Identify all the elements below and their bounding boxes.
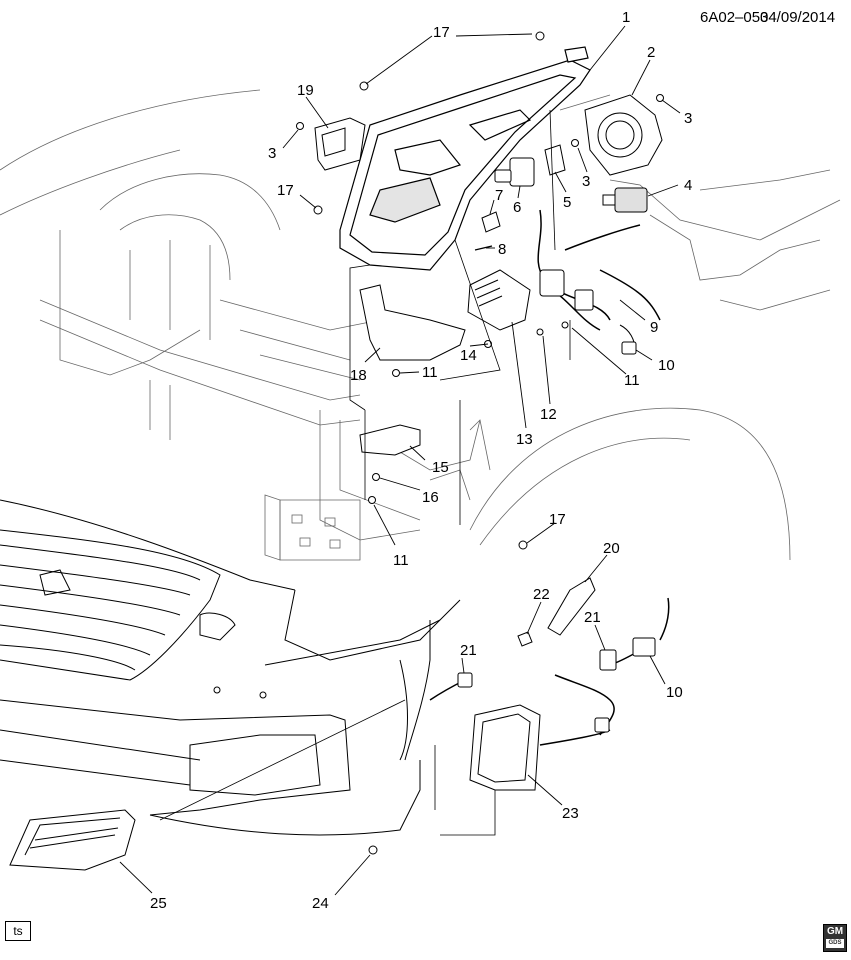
callout-19: 19 [297,82,314,99]
diagram-id: 6A02–053 [700,9,768,26]
callout-23: 23 [562,805,579,822]
callout-11-left: 11 [422,364,438,381]
headlamp-mounting-bracket [314,117,366,171]
bulb-socket [494,157,535,187]
callout-7: 7 [495,187,503,204]
headlamp-wiring-harness [537,209,661,331]
callout-3-center: 3 [582,173,590,190]
callout-24: 24 [312,895,329,912]
front-grille [0,529,221,681]
callout-3-right: 3 [684,110,692,127]
callout-12: 12 [540,406,557,423]
front-bumper-fascia [0,499,461,836]
callout-5: 5 [563,194,571,211]
callout-9: 9 [650,319,658,336]
callout-18: 18 [350,367,367,384]
callout-6: 6 [513,199,521,216]
leveling-actuator [602,187,648,213]
callout-2: 2 [647,44,655,61]
callout-3-left: 3 [268,145,276,162]
diagram-date: 04/09/2014 [760,9,835,26]
control-module [467,269,531,331]
callout-16: 16 [422,489,439,506]
callout-14: 14 [460,347,477,364]
callout-10-lower: 10 [666,684,683,701]
headlamp-deflector [359,284,466,361]
callout-leader-lines [119,25,681,896]
callout-10-upper: 10 [658,357,675,374]
assembly-guide-lines [159,109,571,836]
footer-code-box: ts [5,921,31,941]
retaining-pin [474,245,493,251]
fog-lamp-assembly [469,704,541,791]
callout-21-right: 21 [584,609,601,626]
gm-logo-letters: GM [826,926,844,937]
callout-11-bottom: 11 [393,552,409,569]
callout-17-left: 17 [277,182,294,199]
headlamp-housing-frame [584,94,663,176]
callout-20: 20 [603,540,620,557]
callout-8: 8 [498,241,506,258]
callout-1: 1 [622,9,630,26]
harness-connector-upper [619,324,637,355]
callout-11-right: 11 [624,372,640,389]
fog-wiring-harness [429,597,670,746]
fog-lamp-bezel [9,809,136,871]
gm-logo: GM GDS [823,924,847,952]
callout-15: 15 [432,459,449,476]
gm-logo-sub: GDS [826,939,844,948]
callout-numbers: 1 2 3 3 3 4 5 6 7 8 9 10 10 11 11 11 12 … [150,9,692,912]
callout-13: 13 [516,431,533,448]
side-reflector [547,577,596,636]
callout-4: 4 [684,177,692,194]
wiring-clip-bracket [544,144,566,176]
fog-bulb [517,631,533,647]
fasteners [296,31,664,855]
headlamp-assembly [339,46,591,271]
lower-bracket [359,424,421,456]
callout-17-top: 17 [433,24,450,41]
bulb [481,211,501,233]
callout-25: 25 [150,895,167,912]
callout-21-left: 21 [460,642,477,659]
callout-17-bottom: 17 [549,511,566,528]
vehicle-body-structure [0,89,841,561]
callout-22: 22 [533,586,550,603]
